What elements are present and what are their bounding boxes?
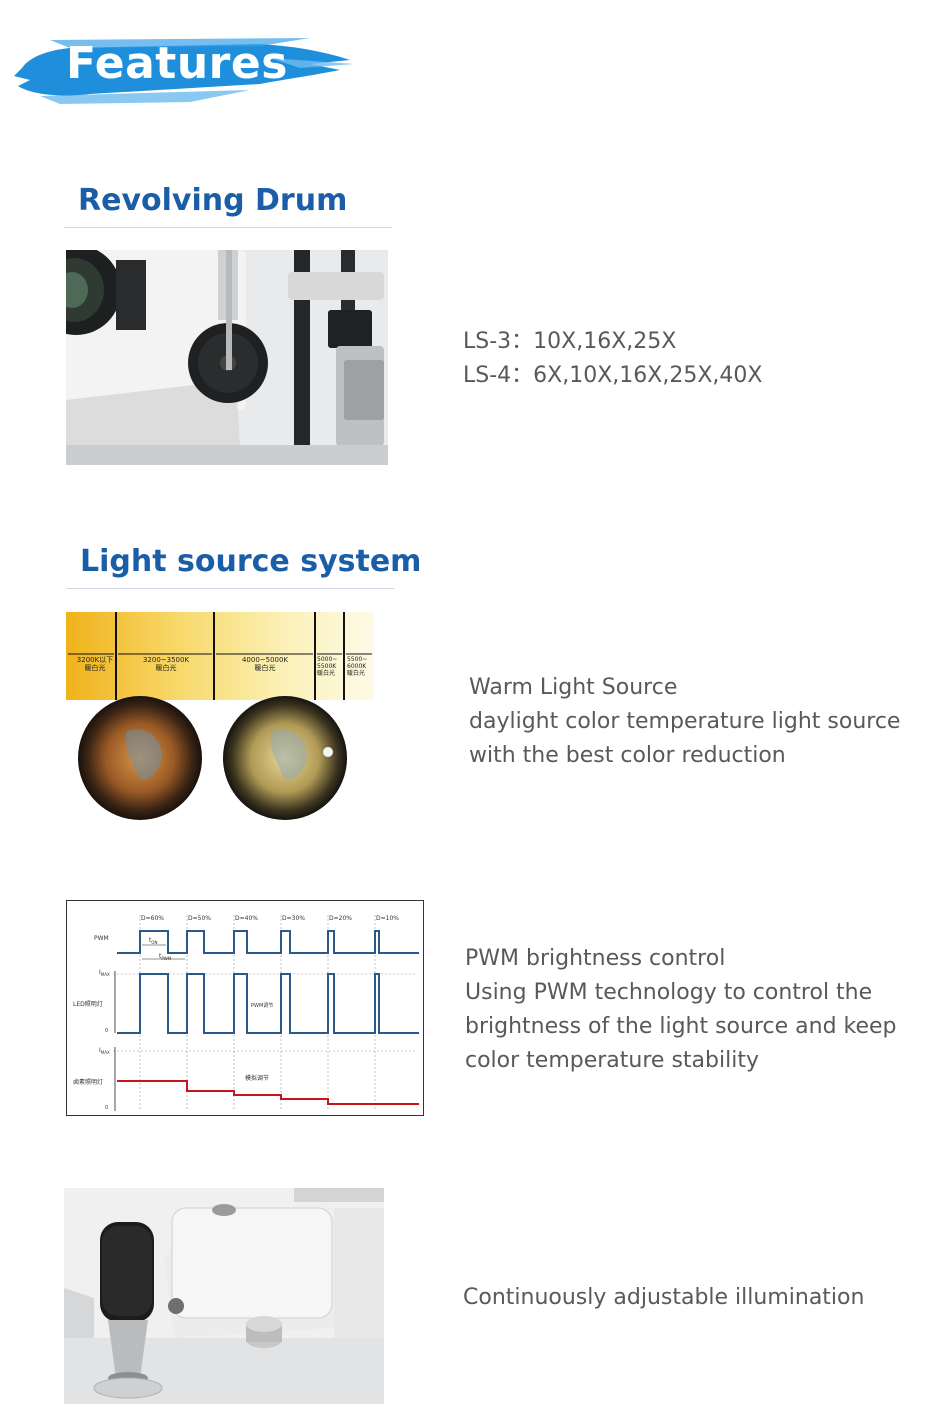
light-source-description: Warm Light Source daylight color tempera… — [469, 671, 900, 773]
light-line-1: Warm Light Source — [469, 675, 678, 700]
imax-subscript: MAX — [100, 1050, 110, 1056]
row-label-pwm: PWM — [94, 935, 109, 942]
section-heading-revolving-drum: Revolving Drum — [78, 183, 348, 218]
band-1-range: 3200K以下 — [76, 656, 114, 664]
band-4-range-end: 5500K — [317, 663, 337, 670]
pwm-line-4: color temperature stability — [465, 1048, 759, 1073]
band-label-3: 4000~5000K 暖白光 — [236, 656, 294, 672]
illumination-knob-photo — [64, 1188, 384, 1404]
pwm-line-2: Using PWM technology to control the — [465, 980, 873, 1005]
ton-symbol: t — [149, 937, 152, 944]
imax-subscript: MAX — [100, 972, 110, 978]
band-4-type: 暖白光 — [317, 670, 336, 677]
duty-label-20: D=20% — [329, 915, 352, 922]
imax-symbol: I — [99, 1047, 101, 1054]
band-2-range: 3200~3500K — [142, 656, 190, 664]
imax-label-led: IMAX — [99, 969, 110, 977]
ton-subscript: ON — [151, 940, 158, 946]
section-divider — [64, 227, 392, 228]
drum-line-1: LS-3：10X,16X,25X — [463, 329, 677, 354]
band-label-4: 5000~ 5500K 暖白光 — [317, 656, 343, 677]
pwm-waveforms — [113, 915, 419, 1111]
band-2-type: 暖白光 — [155, 664, 177, 672]
band-label-5: 5500~ 6000K 暖白光 — [347, 656, 373, 677]
band-1-type: 暖白光 — [84, 664, 106, 672]
duty-label-60: D=60% — [141, 915, 164, 922]
pwm-line-1: PWM brightness control — [465, 946, 726, 971]
analog-adjust-label: 模拟调节 — [245, 1075, 270, 1082]
duty-label-30: D=30% — [282, 915, 305, 922]
slit-lamp-drum-photo — [66, 250, 388, 465]
illumination-line-1: Continuously adjustable illumination — [463, 1285, 865, 1310]
tpwm-label: tPWM — [159, 953, 171, 961]
pwm-diagram: D=60% D=50% D=40% D=30% D=20% D=10% PWM … — [66, 900, 424, 1116]
features-banner-brush — [14, 38, 355, 104]
tpwm-symbol: t — [159, 953, 162, 960]
band-label-1: 3200K以下 暖白光 — [76, 656, 114, 672]
band-4-range-start: 5000~ — [317, 656, 338, 663]
band-3-type: 暖白光 — [254, 664, 276, 672]
row-label-led: LED照明灯 — [73, 1001, 103, 1008]
imax-label-halogen: IMAX — [99, 1047, 110, 1055]
band-5-type: 暖白光 — [347, 670, 366, 677]
band-3-range: 4000~5000K — [241, 656, 289, 664]
band-5-range-end: 6000K — [347, 663, 367, 670]
pwm-adjust-label: PWM调节 — [251, 1003, 274, 1009]
drum-description: LS-3：10X,16X,25X LS-4：6X,10X,16X,25X,40X — [463, 325, 762, 393]
pwm-line-3: brightness of the light source and keep — [465, 1014, 897, 1039]
color-temperature-image: 3200K以下 暖白光 3200~3500K 暖白光 4000~5000K 暖白… — [66, 612, 374, 830]
drum-line-2: LS-4：6X,10X,16X,25X,40X — [463, 363, 763, 388]
row-label-halogen: 卤素照明灯 — [73, 1079, 104, 1086]
light-line-2: daylight color temperature light source — [469, 709, 901, 734]
band-label-2: 3200~3500K 暖白光 — [138, 656, 194, 672]
light-line-3: with the best color reduction — [469, 743, 786, 768]
duty-label-50: D=50% — [188, 915, 211, 922]
duty-label-40: D=40% — [235, 915, 258, 922]
tpwm-subscript: PWM — [161, 956, 172, 962]
zero-label-halogen: 0 — [105, 1105, 109, 1111]
page-title: Features — [66, 38, 288, 89]
duty-label-10: D=10% — [376, 915, 399, 922]
section-heading-light-source: Light source system — [80, 544, 422, 579]
color-temperature-graphic — [66, 612, 374, 830]
imax-symbol: I — [99, 969, 101, 976]
band-5-range-start: 5500~ — [347, 656, 368, 663]
ton-label: tON — [149, 937, 158, 945]
section-divider — [66, 588, 394, 589]
pwm-description: PWM brightness control Using PWM technol… — [465, 942, 897, 1078]
illumination-description: Continuously adjustable illumination — [463, 1281, 864, 1315]
zero-label-led: 0 — [105, 1028, 109, 1034]
duty-cycle-labels: D=60% D=50% D=40% D=30% D=20% D=10% — [67, 915, 423, 925]
